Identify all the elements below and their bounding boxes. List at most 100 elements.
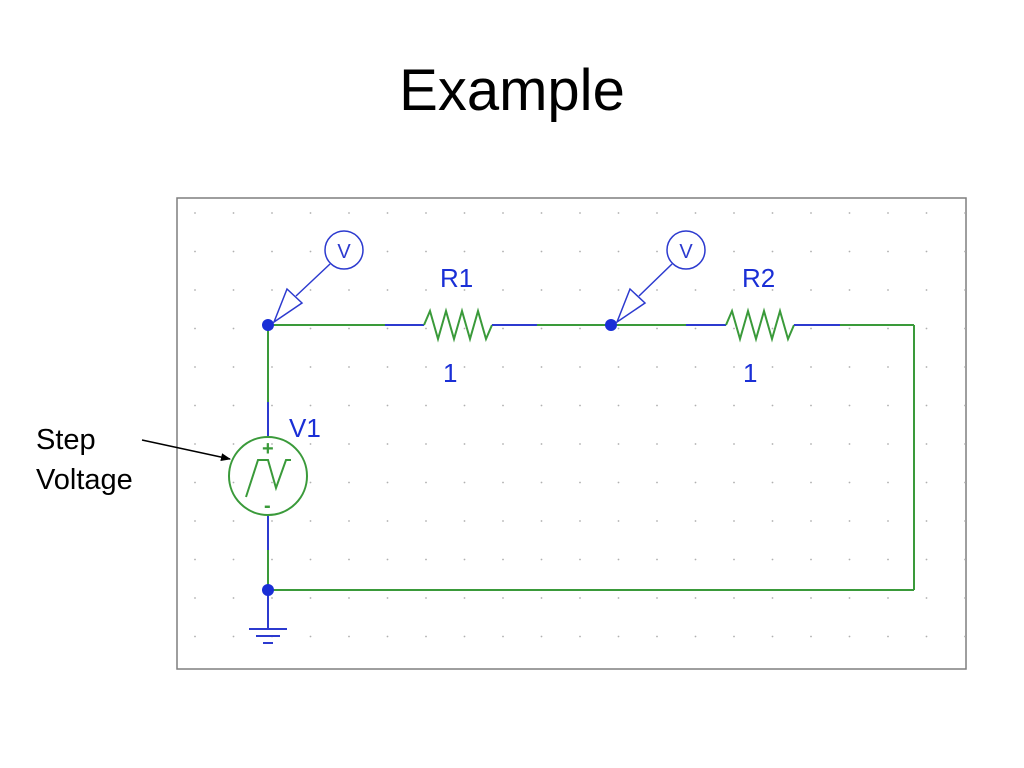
grid-dot [194, 250, 196, 253]
grid-dot [733, 520, 735, 522]
grid-dot [271, 481, 273, 484]
grid-dot [463, 520, 466, 522]
grid-dot [694, 443, 697, 445]
grid-dot [425, 558, 427, 561]
grid-dot [848, 443, 851, 445]
grid-dot [656, 443, 658, 445]
step-voltage-source-icon [228, 436, 308, 516]
grid-dot [579, 250, 581, 253]
grid-dot [194, 212, 196, 214]
grid-dot [194, 404, 196, 407]
grid-dot [502, 635, 504, 638]
callout-arrow [141, 439, 231, 462]
ground-icon [249, 590, 287, 644]
grid-dot [348, 366, 350, 368]
grid-dot [271, 212, 273, 214]
grid-dot [194, 597, 196, 599]
grid-dot [964, 443, 966, 445]
grid-dot [964, 366, 966, 368]
grid-dot [810, 212, 812, 214]
grid-dot [656, 635, 658, 638]
grid-dot [656, 481, 658, 484]
grid-dot [540, 212, 543, 214]
grid-dot [386, 250, 389, 253]
grid-dot [540, 635, 543, 638]
grid-dot [386, 443, 389, 445]
voltage-probe-icon [615, 230, 706, 324]
grid-dot [617, 212, 620, 214]
grid-dot [386, 212, 389, 214]
grid-dot [463, 635, 466, 638]
grid-dot [309, 212, 312, 214]
voltage-probe-icon [272, 230, 364, 324]
grid-dot [540, 520, 543, 522]
grid-dot [309, 635, 312, 638]
grid-dot [771, 443, 774, 445]
grid-dot [771, 212, 774, 214]
grid-dot [463, 366, 466, 368]
grid-dot [425, 366, 427, 368]
voltage-probe-2: V [615, 230, 706, 324]
grid-dot [194, 327, 196, 330]
grid-dot [925, 520, 928, 522]
grid-dot [848, 520, 851, 522]
v1-minus-sign: - [264, 495, 271, 517]
grid-dot [232, 443, 235, 445]
grid-dot [887, 250, 889, 253]
grid-dot [964, 481, 966, 484]
grid-dot [309, 289, 312, 291]
grid-dot [694, 327, 697, 330]
grid-dot [733, 366, 735, 368]
grid-dot [694, 597, 697, 599]
grid-dot [271, 597, 273, 599]
grid-dot [463, 481, 466, 484]
grid-dot [810, 558, 812, 561]
grid-dot [540, 597, 543, 599]
resistor-r2: R2 1 [686, 263, 840, 388]
grid-dot [579, 366, 581, 368]
grid-dot [540, 366, 543, 368]
grid-dot [887, 597, 889, 599]
grid-dot [232, 289, 235, 291]
grid-dot [232, 635, 235, 638]
grid-dot [848, 558, 851, 561]
grid-dot [771, 635, 774, 638]
grid-dot [425, 520, 427, 522]
grid-dot [656, 366, 658, 368]
grid-dot [656, 558, 658, 561]
grid-dots [194, 212, 966, 638]
grid-dot [887, 520, 889, 522]
grid-dot [232, 520, 235, 522]
r1-ref-label: R1 [440, 263, 473, 293]
grid-dot [733, 481, 735, 484]
grid-dot [386, 520, 389, 522]
grid-dot [425, 327, 427, 330]
grid-dot [463, 327, 466, 330]
grid-dot [386, 289, 389, 291]
grid-dot [194, 366, 196, 368]
grid-dot [733, 212, 735, 214]
grid-dot [848, 289, 851, 291]
grid-dot [348, 443, 350, 445]
grid-dot [271, 520, 273, 522]
grid-dot [887, 481, 889, 484]
grid-dot [271, 443, 273, 445]
grid-dot [925, 366, 928, 368]
grid-dot [771, 327, 774, 330]
slide-title: Example [399, 58, 625, 123]
grid-dot [348, 558, 350, 561]
resistor-r1: R1 1 [385, 263, 537, 388]
grid-dot [694, 558, 697, 561]
grid-dot [386, 597, 389, 599]
grid-dot [694, 366, 697, 368]
grid-dot [425, 404, 427, 407]
grid-dot [425, 250, 427, 253]
grid-dot [925, 327, 928, 330]
grid-dot [502, 597, 504, 599]
grid-dot [887, 635, 889, 638]
grid-dot [232, 597, 235, 599]
grid-dot [848, 635, 851, 638]
grid-dot [579, 520, 581, 522]
grid-dot [348, 212, 350, 214]
grid-dot [617, 366, 620, 368]
